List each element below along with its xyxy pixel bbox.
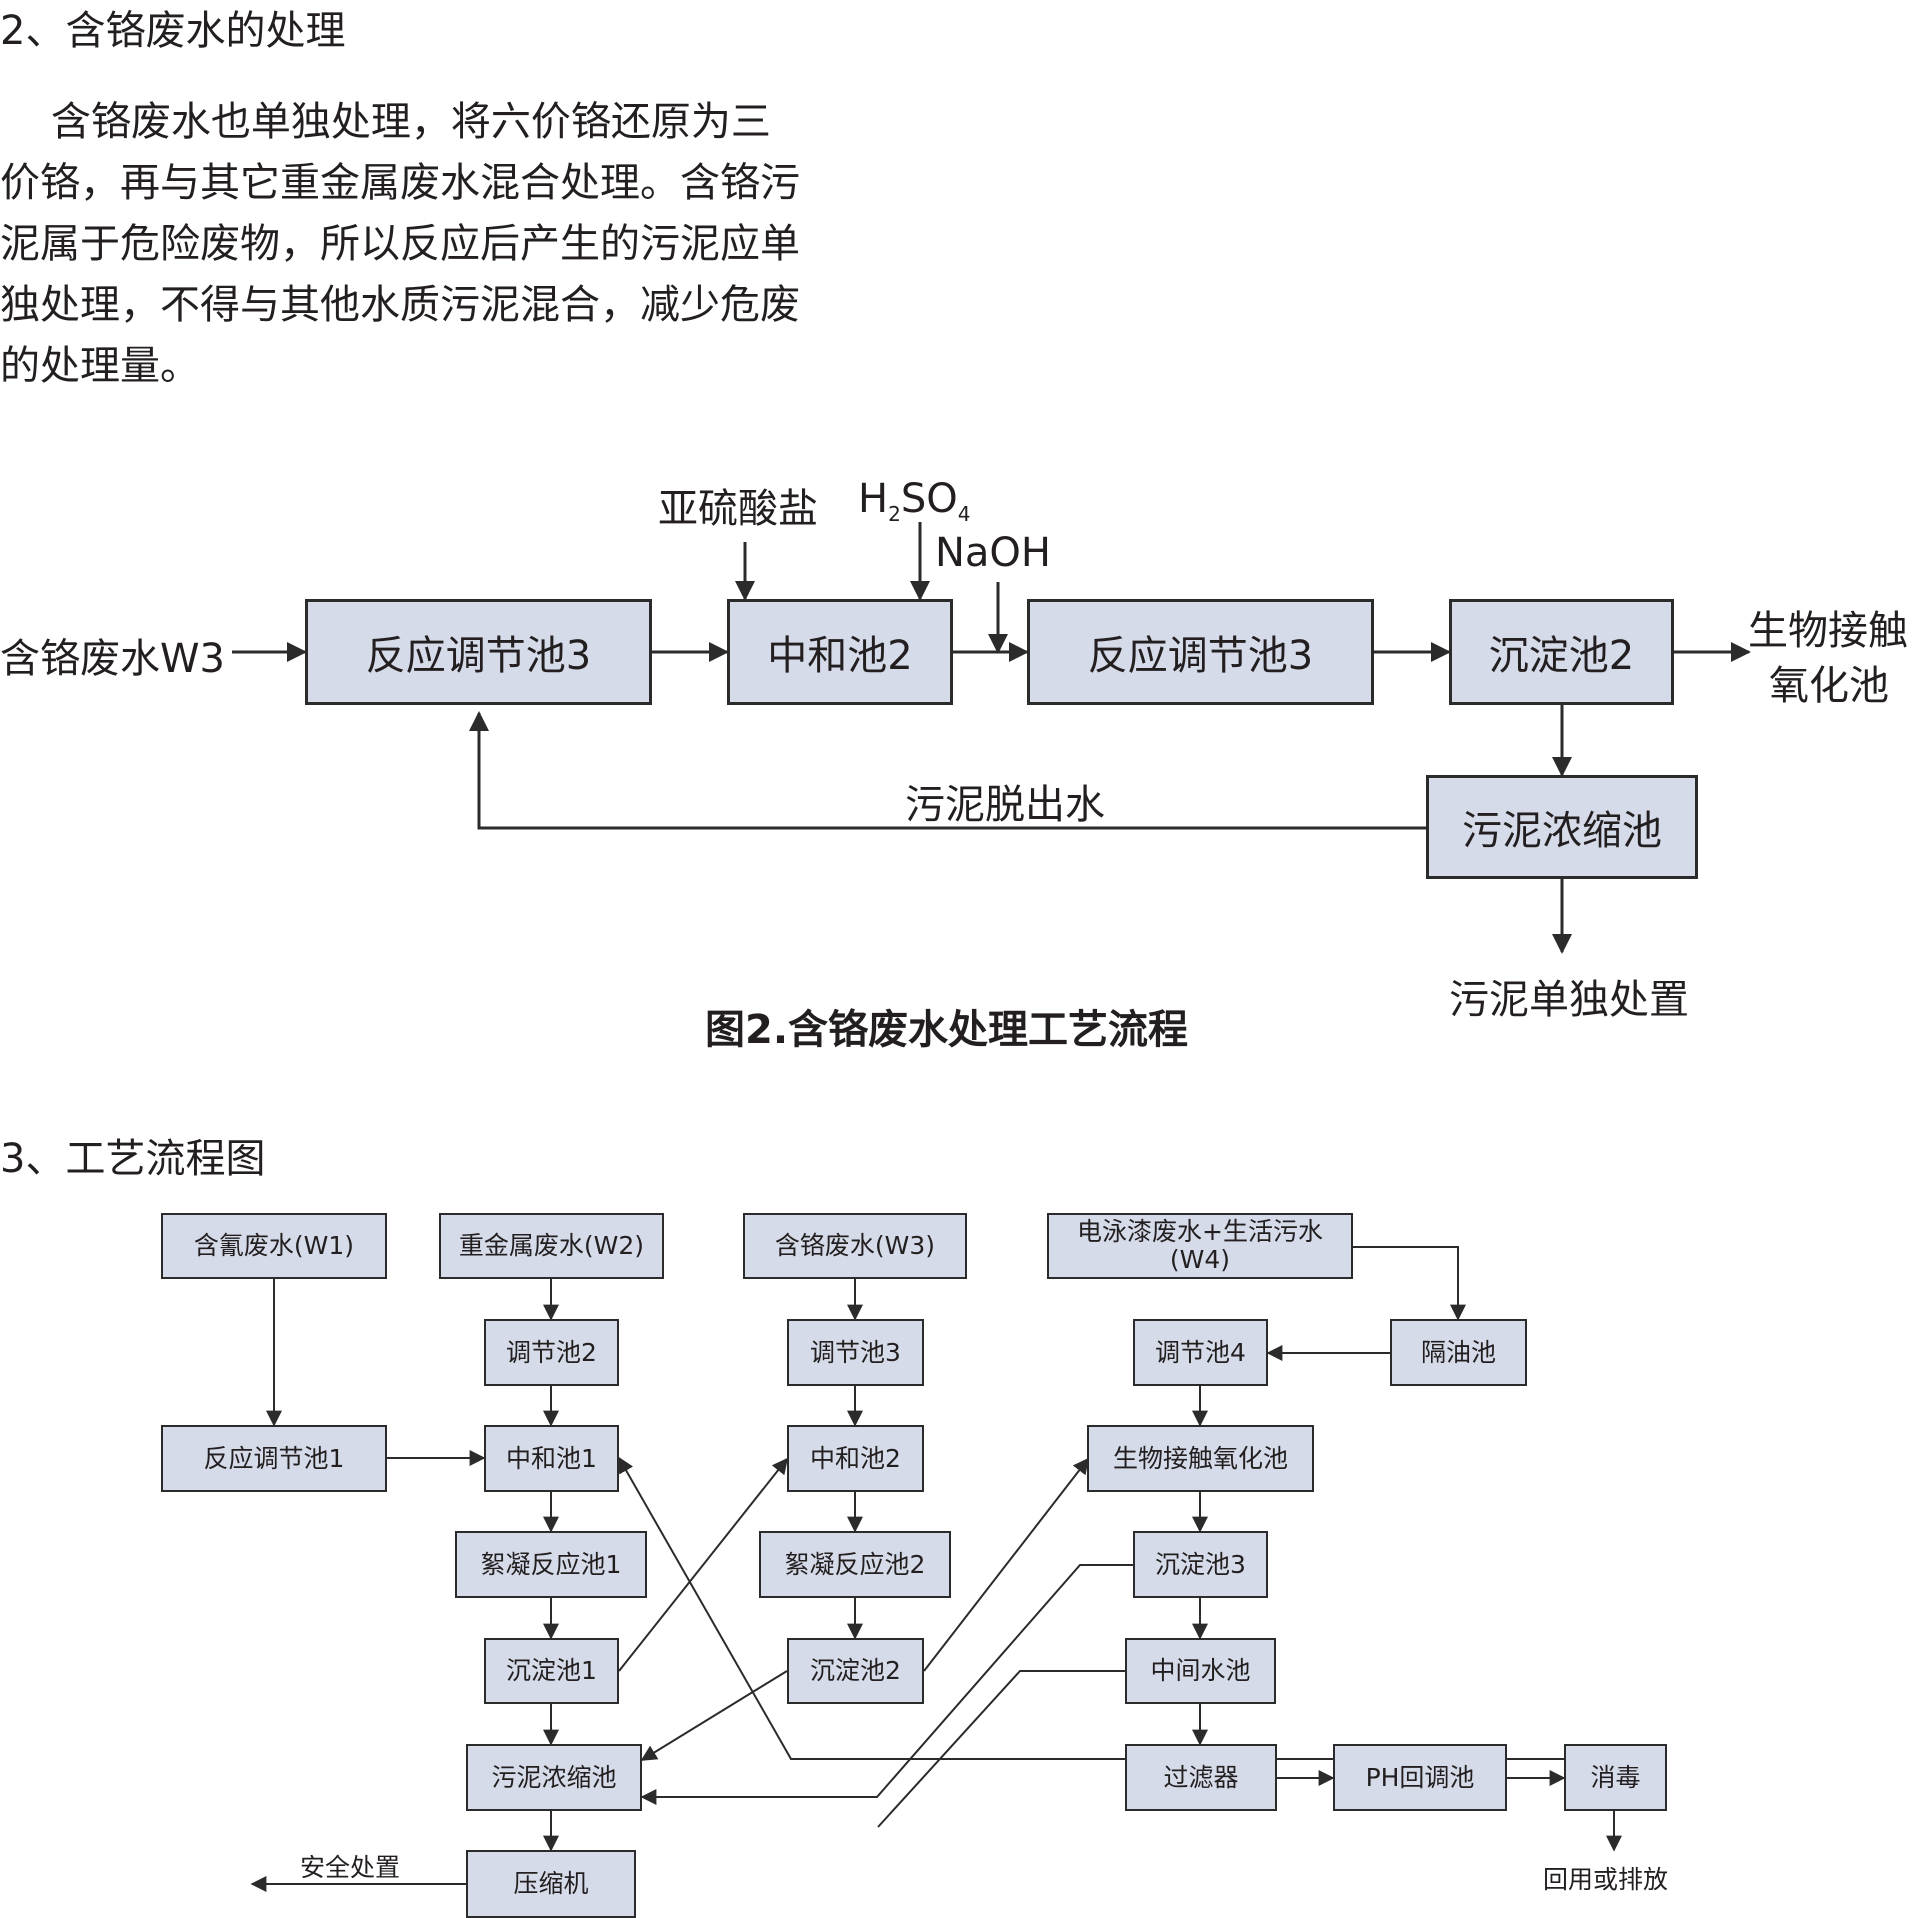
fig3-arrow-loop-neutral1 xyxy=(618,1456,1584,1760)
fig3-safe-label: 安全处置 xyxy=(300,1853,401,1882)
fig3-box-w4: 电泳漆废水+生活污水 (W4) xyxy=(1047,1213,1353,1279)
fig2-settling-tank: 沉淀池2 xyxy=(1449,599,1674,705)
section2-paragraph: 含铬废水也单独处理，将六价铬还原为三 价铬，再与其它重金属废水混合处理。含铬污 … xyxy=(0,99,800,389)
fig2-output-line2: 氧化池 xyxy=(1769,663,1889,709)
fig2-reagent-sulfuric-acid: H2SO4 xyxy=(858,476,971,526)
fig3-box-disinfect: 消毒 xyxy=(1564,1744,1667,1811)
fig2-reagent-sulfite: 亚硫酸盐 xyxy=(658,486,818,532)
fig3-box-neutral1: 中和池1 xyxy=(484,1425,619,1492)
fig3-box-mid: 中间水池 xyxy=(1125,1638,1276,1704)
fig3-box-floc1: 絮凝反应池1 xyxy=(455,1531,647,1598)
fig2-reaction-tank-2: 反应调节池3 xyxy=(1027,599,1374,705)
fig3-reuse-label: 回用或排放 xyxy=(1543,1865,1669,1894)
fig3-box-w4-line2: (W4) xyxy=(1169,1245,1231,1274)
fig3-box-w2: 重金属废水(W2) xyxy=(439,1213,664,1279)
fig2-reagent-naoh: NaOH xyxy=(935,530,1051,576)
fig3-box-reaction1: 反应调节池1 xyxy=(161,1425,387,1492)
fig3-box-press: 压缩机 xyxy=(466,1850,636,1918)
fig3-arrow-settle2-bio xyxy=(923,1457,1089,1672)
section3-heading: 3、工艺流程图 xyxy=(0,1136,266,1182)
fig2-return-line xyxy=(469,711,1426,830)
fig3-box-ph: PH回调池 xyxy=(1333,1744,1507,1811)
fig3-box-settle1: 沉淀池1 xyxy=(484,1638,619,1704)
fig3-box-oil: 隔油池 xyxy=(1390,1319,1527,1386)
fig2-sludge-thickener: 污泥浓缩池 xyxy=(1426,775,1698,879)
fig3-box-filter: 过滤器 xyxy=(1125,1744,1277,1811)
fig3-box-w3: 含铬废水(W3) xyxy=(743,1213,967,1279)
fig3-box-settle3: 沉淀池3 xyxy=(1133,1531,1268,1598)
fig2-sludge-output: 污泥单独处置 xyxy=(1449,977,1689,1023)
fig3-box-adj4: 调节池4 xyxy=(1133,1319,1268,1386)
fig3-box-sludge: 污泥浓缩池 xyxy=(466,1744,642,1811)
fig2-neutralization-tank: 中和池2 xyxy=(727,599,953,705)
fig3-arrow-settle1-neutral2 xyxy=(618,1457,788,1672)
fig3-box-floc2: 絮凝反应池2 xyxy=(759,1531,951,1598)
fig3-box-w1: 含氰废水(W1) xyxy=(161,1213,387,1279)
fig3-box-adj2: 调节池2 xyxy=(484,1319,619,1386)
fig3-box-neutral2: 中和池2 xyxy=(787,1425,924,1492)
fig2-input-label: 含铬废水W3 xyxy=(0,636,225,682)
fig3-box-adj3: 调节池3 xyxy=(787,1319,924,1386)
fig2-reaction-tank-1: 反应调节池3 xyxy=(305,599,652,705)
fig3-arrow-settle3-sludge xyxy=(640,1564,1133,1805)
fig2-output-line1: 生物接触 xyxy=(1748,608,1908,654)
fig3-arrow-settle2-sludge xyxy=(640,1670,788,1761)
fig2-caption: 图2.含铬废水处理工艺流程 xyxy=(705,1007,1189,1053)
fig3-line-mid-return xyxy=(877,1670,1125,1828)
section2-heading: 2、含铬废水的处理 xyxy=(0,8,346,54)
fig3-box-w4-line1: 电泳漆废水+生活污水 xyxy=(1077,1217,1323,1246)
fig3-box-bio: 生物接触氧化池 xyxy=(1087,1425,1314,1492)
fig3-box-settle2: 沉淀池2 xyxy=(787,1638,924,1704)
fig2-return-label: 污泥脱出水 xyxy=(905,782,1105,828)
fig3-arrow-w4-oil xyxy=(1353,1246,1466,1321)
